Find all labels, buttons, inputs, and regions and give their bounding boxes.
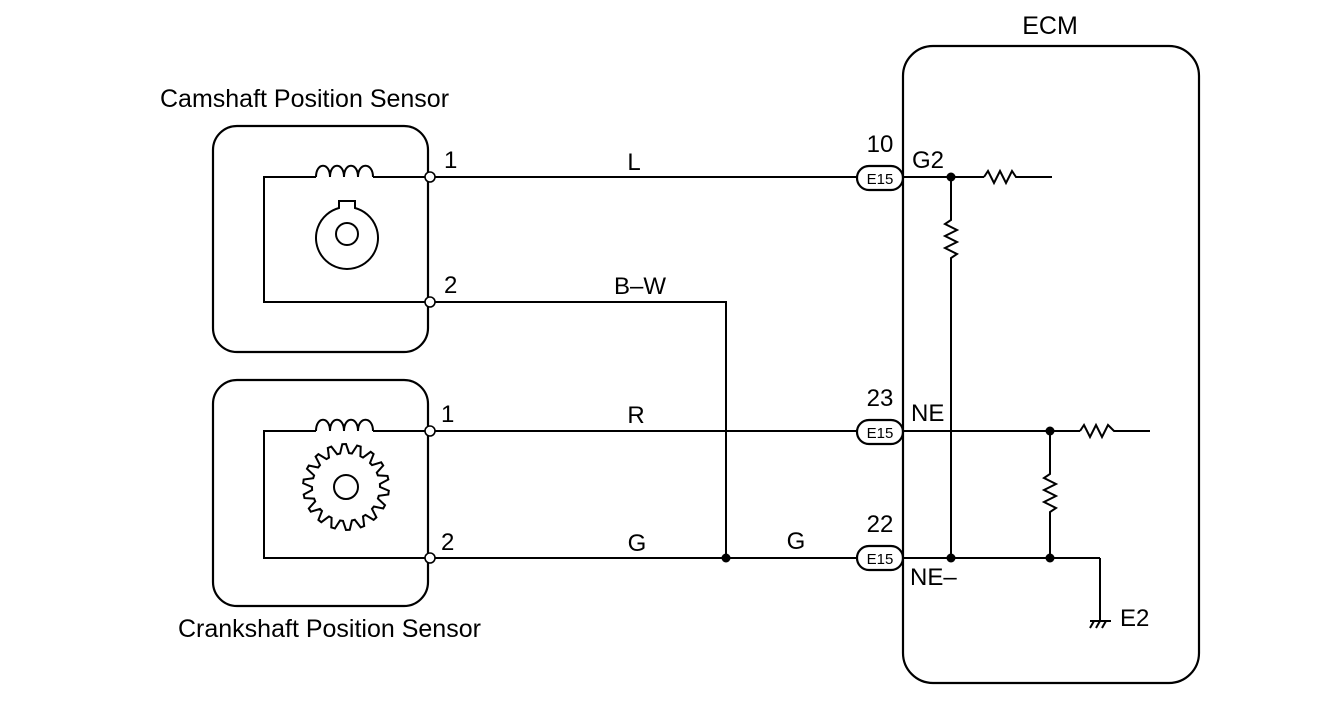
ecm-ne-minus-node-left xyxy=(946,553,956,563)
connector-g2-pin: 10 xyxy=(867,131,894,158)
crankshaft-sensor: Crankshaft Position Sensor 1 2 xyxy=(178,378,481,643)
crankshaft-sensor-label: Crankshaft Position Sensor xyxy=(178,615,481,643)
connector-ne-minus-pin: 22 xyxy=(867,511,894,538)
camshaft-pin1-label: 1 xyxy=(444,147,457,174)
camshaft-pin2-label: 2 xyxy=(444,272,457,299)
camshaft-sensor: Camshaft Position Sensor 1 2 xyxy=(160,85,457,354)
connector-ne-minus-code: E15 xyxy=(867,551,894,568)
connector-ne-code: E15 xyxy=(867,425,894,442)
wire-splice xyxy=(721,553,731,563)
camshaft-sensor-housing xyxy=(211,124,430,354)
camshaft-pin1-terminal xyxy=(424,171,436,183)
crankshaft-inner-loop xyxy=(263,430,430,559)
connector-ne-pin: 23 xyxy=(867,385,894,412)
camshaft-hub-icon xyxy=(335,222,359,246)
crankshaft-hub-icon xyxy=(333,474,359,500)
ecm-title: ECM xyxy=(1022,12,1078,40)
wire-ne-color: R xyxy=(627,402,644,429)
ground-icon xyxy=(1089,620,1111,629)
ecm-g2-resistor-icon xyxy=(983,168,1052,186)
ecm-ne-minus-node-right xyxy=(1045,553,1055,563)
connector-ne-minus: E15 22 NE– xyxy=(855,511,957,591)
connector-ne-minus-terminal: NE– xyxy=(910,564,957,591)
camshaft-inner-loop xyxy=(263,176,430,303)
camshaft-sensor-label: Camshaft Position Sensor xyxy=(160,85,449,113)
camshaft-pin2-terminal xyxy=(424,296,436,308)
crankshaft-gear-icon xyxy=(302,442,390,532)
connector-ne: E15 23 NE xyxy=(855,385,944,446)
wire-g-color-left: G xyxy=(628,530,647,557)
crankshaft-sensor-housing xyxy=(211,378,430,608)
ecm-pullup-resistor-icon xyxy=(942,177,960,558)
camshaft-wheel-icon xyxy=(315,200,379,270)
connector-g2-terminal: G2 xyxy=(912,147,944,174)
wire-g-color-right: G xyxy=(787,528,806,555)
wire-g2-color: L xyxy=(627,149,640,176)
ecm-box xyxy=(901,44,1201,685)
ground-label: E2 xyxy=(1120,605,1149,632)
crankshaft-coil-icon xyxy=(315,418,374,432)
crankshaft-pin2-terminal xyxy=(424,552,436,564)
connector-ne-terminal: NE xyxy=(911,400,944,427)
ecm-ne-resistor-icon xyxy=(1079,422,1150,440)
crankshaft-pin1-terminal xyxy=(424,425,436,437)
connector-g2-code: E15 xyxy=(867,171,894,188)
connector-g2: E15 10 G2 xyxy=(855,131,944,192)
ecm-ne-shunt-resistor-icon xyxy=(1041,431,1059,558)
crankshaft-pin1-label: 1 xyxy=(441,401,454,428)
crankshaft-pin2-label: 2 xyxy=(441,529,454,556)
wire-bw-color: B–W xyxy=(614,273,666,300)
wire-bw xyxy=(435,301,727,558)
camshaft-coil-icon xyxy=(315,164,374,178)
